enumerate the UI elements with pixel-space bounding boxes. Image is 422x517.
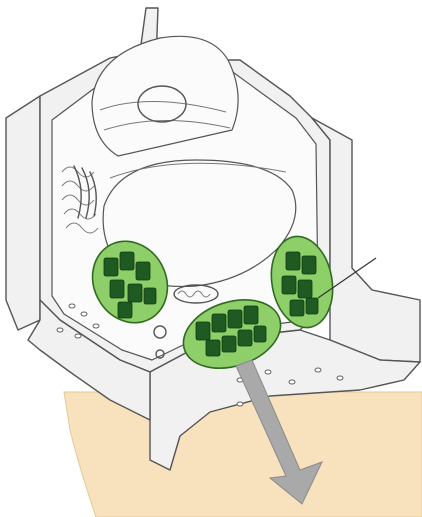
zoom-panel	[64, 392, 422, 517]
